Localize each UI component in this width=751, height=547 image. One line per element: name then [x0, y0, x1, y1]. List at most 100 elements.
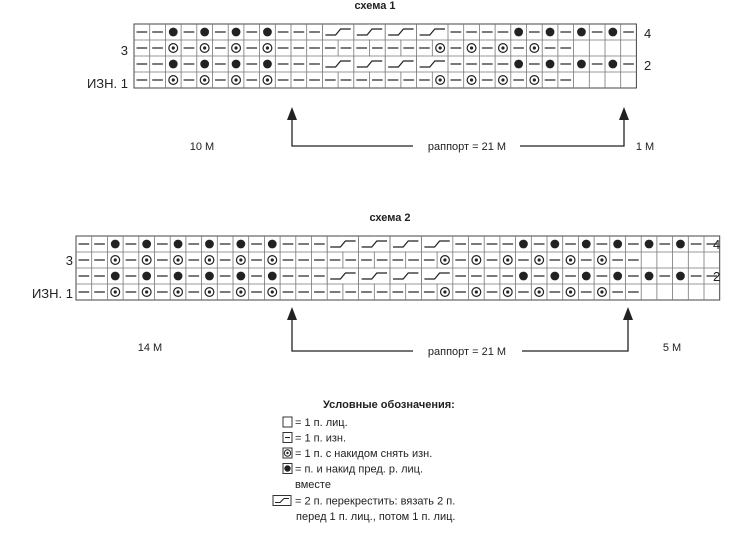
dot-stitch — [231, 27, 241, 37]
cross-stitch — [424, 272, 450, 280]
dot-stitch — [267, 239, 277, 249]
dot-stitch — [236, 271, 246, 281]
chart-2-title: схема 2 — [369, 212, 410, 224]
cross-stitch — [356, 60, 383, 68]
slip-stitch — [529, 42, 540, 53]
dot-stitch — [142, 239, 152, 249]
dot-stitch — [110, 271, 120, 281]
slip-stitch — [497, 42, 508, 53]
legend-item-cross: = 2 п. перекрестить: вязать 2 п.перед 1 … — [272, 495, 455, 523]
slip-stitch — [439, 255, 450, 266]
legend-text: = 1 п. лиц. — [295, 417, 348, 429]
chart-2-left-stitches: 14 М — [138, 342, 162, 354]
legend-text: вместе — [295, 479, 331, 491]
chart-2-row-label-4: 4 — [713, 237, 720, 252]
legend-title: Условные обозначения: — [323, 399, 455, 411]
dot-stitch — [581, 271, 591, 281]
dot-stitch — [231, 59, 241, 69]
slip-stitch — [168, 74, 179, 85]
chart-1-arrow-right — [619, 107, 629, 120]
dot-stitch — [205, 271, 214, 281]
chart-1-row-label-2: 2 — [644, 58, 651, 73]
chart-1-grid — [133, 23, 637, 89]
chart-1-arrow-left — [287, 107, 297, 120]
dot-stitch — [613, 271, 623, 281]
dot-stitch — [200, 59, 210, 69]
slip-stitch — [267, 255, 278, 266]
slip-stitch — [267, 287, 278, 298]
cross-stitch — [325, 60, 351, 68]
cross-stitch — [388, 60, 414, 68]
chart-1-left-stitches: 10 М — [190, 141, 214, 153]
chart-1: схема 1 3 ИЗН. 1 4 2 10 М раппорт = 21 М… — [87, 0, 654, 153]
dot-stitch — [514, 27, 524, 37]
dot-stitch — [519, 271, 528, 281]
slip-stitch — [199, 74, 210, 85]
slip-stitch — [596, 255, 607, 266]
cross-stitch — [388, 28, 414, 36]
chart-1-right-stitches: 1 М — [636, 141, 654, 153]
chart-1-row-label-1: ИЗН. 1 — [87, 76, 128, 91]
slip-stitch — [502, 287, 513, 298]
slip-stitch — [596, 287, 607, 298]
dot-stitch — [519, 239, 528, 249]
chart-1-row-label-4: 4 — [644, 26, 651, 41]
chart-2-repeat-label: раппорт = 21 М — [428, 346, 506, 358]
slip-stitch — [173, 255, 184, 266]
slip-stitch — [110, 287, 121, 298]
cross-stitch — [393, 240, 419, 248]
slip-stitch — [471, 255, 482, 266]
slip-stitch — [439, 287, 450, 298]
legend-symbol-knit — [282, 416, 293, 428]
legend-item-purl: = 1 п. изн. — [282, 432, 346, 445]
slip-stitch — [235, 255, 246, 266]
legend-text: = 2 п. перекрестить: вязать 2 п. — [295, 496, 455, 508]
slip-stitch — [534, 255, 545, 266]
legend-items: = 1 п. лиц. = 1 п. изн. = 1 п. с накидом с… — [272, 416, 455, 523]
chart-2: схема 2 3 ИЗН. 1 4 2 14 М раппорт = 21 М… — [32, 212, 720, 358]
slip-stitch — [497, 74, 508, 85]
dot-stitch — [514, 59, 524, 69]
cross-stitch — [393, 272, 419, 280]
cross-stitch — [330, 272, 356, 280]
chart-2-row-label-3: 3 — [66, 253, 73, 268]
slip-stitch — [529, 74, 540, 85]
legend: Условные обозначения: = 1 п. лиц.= 1 п. … — [272, 399, 455, 523]
dot-stitch — [550, 239, 560, 249]
slip-stitch — [141, 255, 152, 266]
dot-stitch — [173, 239, 183, 249]
chart-2-repeat-bracket — [291, 318, 629, 352]
slip-stitch — [204, 287, 215, 298]
dot-stitch — [644, 239, 654, 249]
cross-stitch — [356, 28, 383, 36]
chart-2-arrow-right — [623, 307, 633, 320]
dot-stitch — [608, 59, 618, 69]
legend-text: = 1 п. изн. — [295, 433, 346, 445]
slip-stitch — [141, 287, 152, 298]
slip-stitch — [168, 42, 179, 53]
cross-stitch — [419, 60, 445, 68]
dot-stitch — [545, 27, 555, 37]
dot-stitch — [205, 239, 214, 249]
slip-stitch — [435, 42, 446, 53]
legend-text: = 1 п. с накидом снять изн. — [295, 448, 432, 460]
slip-stitch — [466, 42, 477, 53]
chart-1-repeat-bracket — [291, 118, 625, 147]
slip-stitch — [565, 287, 576, 298]
slip-stitch — [435, 74, 446, 85]
cross-stitch — [361, 240, 387, 248]
dot-stitch — [168, 27, 178, 37]
dot-stitch — [267, 271, 277, 281]
cross-stitch — [330, 240, 356, 248]
chart-2-row-label-1: ИЗН. 1 — [32, 286, 73, 301]
dot-stitch — [644, 271, 654, 281]
dot-stitch — [550, 271, 560, 281]
dot-stitch — [613, 239, 623, 249]
chart-2-arrow-left — [287, 307, 297, 320]
chart-2-grid — [75, 235, 721, 301]
slip-stitch — [173, 287, 184, 298]
cross-stitch — [424, 240, 450, 248]
dot-stitch — [263, 27, 272, 37]
slip-stitch — [110, 255, 121, 266]
